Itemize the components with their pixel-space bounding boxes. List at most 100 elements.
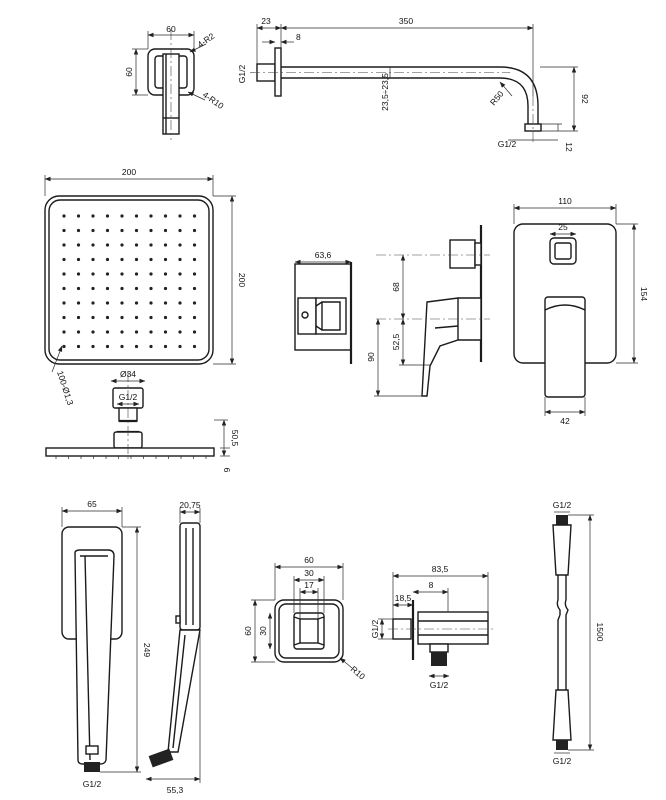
nozzle-hole — [91, 272, 95, 276]
outlet-holder-window — [299, 618, 319, 644]
nozzle-hole — [163, 301, 168, 305]
outlet-elbow — [429, 643, 449, 653]
mixer-side-flange — [297, 297, 317, 335]
nozzle-hole — [76, 272, 81, 276]
head-plate-thickness-label: 6 — [222, 468, 232, 473]
outlet-body — [417, 611, 489, 645]
nozzle-hole — [178, 214, 182, 218]
nozzle-hole — [62, 286, 66, 291]
nozzle-hole — [149, 257, 153, 262]
outlet-corner-label: R10 — [349, 664, 368, 682]
hose-bottom-thread-label: G1/2 — [553, 756, 572, 766]
nozzle-hole — [105, 214, 110, 218]
nozzle-hole — [62, 330, 66, 334]
mixer-side-view: 63,6 — [294, 250, 353, 364]
outlet-outlet-thread-label: G1/2 — [430, 680, 449, 690]
nozzle-hole — [134, 272, 139, 276]
mixer-lever-height-label: 52,5 — [391, 333, 401, 350]
outlet-plate-inner — [278, 603, 340, 659]
outlet-inner-height-label: 30 — [258, 626, 268, 636]
nozzle-hole — [91, 344, 95, 349]
nozzle-hole — [149, 344, 153, 349]
nozzle-hole — [120, 301, 124, 305]
nozzle-hole — [91, 243, 95, 247]
nozzle-hole — [76, 330, 81, 334]
arm-top-height-label: 60 — [124, 67, 134, 77]
arm-radius-leader — [499, 81, 513, 97]
nozzle-hole — [134, 257, 139, 262]
nozzle-hole — [120, 228, 124, 233]
outlet-holder-bevel — [293, 616, 325, 646]
nozzle-hole — [76, 315, 81, 320]
mixer-lever-body — [421, 297, 482, 397]
nozzle-hole — [62, 214, 66, 218]
nozzle-hole — [192, 315, 197, 320]
head-side-view: Ø34 G1/2 50,5 6 — [45, 369, 240, 473]
nozzle-hole — [149, 272, 153, 276]
outlet-corner-leader — [339, 657, 353, 669]
nozzle-hole — [105, 344, 110, 349]
hose-top-thread-label: G1/2 — [553, 500, 572, 510]
nozzle-hole — [76, 243, 81, 247]
nozzle-hole — [91, 330, 95, 334]
nozzle-hole — [76, 214, 81, 218]
nozzle-hole — [149, 330, 153, 334]
head-nozzle-ticks — [55, 456, 207, 459]
hand-thickness-label: 20,75 — [179, 500, 201, 510]
outlet-height-label: 60 — [243, 626, 253, 636]
outlet-depth-label: 83,5 — [432, 564, 449, 574]
mixer-lever-edge — [434, 325, 459, 329]
hand-width-label: 65 — [87, 499, 97, 509]
arm-outlet-len-label: 12 — [564, 142, 574, 152]
hand-length-label: 249 — [142, 643, 152, 657]
nozzle-hole — [163, 257, 168, 262]
nozzle-hole — [192, 243, 197, 247]
nozzle-hole — [192, 344, 197, 349]
nozzle-hole — [134, 344, 139, 349]
hose-length-label: 1500 — [595, 623, 605, 642]
hand-shower-front: 65 249 G1/2 — [61, 499, 152, 789]
arm-drop-label: 92 — [580, 94, 590, 104]
nozzle-hole — [178, 315, 182, 320]
nozzle-hole — [178, 257, 182, 262]
nozzle-hole — [178, 330, 182, 334]
outlet-inner-width-label: 30 — [304, 568, 314, 578]
nozzle-hole — [62, 243, 66, 247]
nozzle-hole — [134, 301, 139, 305]
head-width-label: 200 — [122, 167, 136, 177]
hose-bottom-cone — [552, 689, 572, 741]
head-neck-thread-label: G1/2 — [119, 392, 138, 402]
hose-top-cone — [552, 524, 572, 576]
nozzle-hole — [76, 286, 81, 291]
outlet-side-view: 83,5 8 18,5 G1/2 G1/2 — [370, 564, 494, 690]
nozzle-hole — [105, 243, 110, 247]
nozzle-hole — [62, 228, 66, 233]
nozzle-hole — [163, 272, 168, 276]
nozzle-hole — [149, 228, 153, 233]
hand-shower-ridge — [84, 555, 91, 761]
nozzle-hole — [163, 315, 168, 320]
nozzle-hole — [134, 228, 139, 233]
arm-r2-leader — [189, 43, 207, 53]
arm-height-range-label: 23,5÷23,5 — [380, 73, 390, 111]
nozzle-hole — [91, 286, 95, 291]
head-plate-inner — [48, 199, 210, 361]
head-nozzle-leader — [51, 345, 63, 373]
nozzle-hole — [134, 330, 139, 334]
nozzle-hole — [192, 228, 197, 233]
nozzle-hole — [149, 214, 153, 218]
nozzle-hole — [134, 315, 139, 320]
hand-side-depth-label: 55,3 — [167, 785, 184, 795]
mixer-plate-width-label: 110 — [558, 196, 572, 206]
nozzle-hole — [149, 286, 153, 291]
head-neck-dia-label: Ø34 — [120, 369, 136, 379]
hose-body-top — [556, 575, 569, 690]
nozzle-hole — [62, 257, 66, 262]
nozzle-hole — [62, 272, 66, 276]
nozzle-hole — [105, 301, 110, 305]
nozzle-hole — [120, 286, 124, 291]
mixer-lower-height-label: 90 — [366, 352, 376, 362]
nozzle-hole — [105, 330, 110, 334]
nozzle-hole — [178, 228, 182, 233]
arm-wall-flange — [274, 47, 282, 97]
